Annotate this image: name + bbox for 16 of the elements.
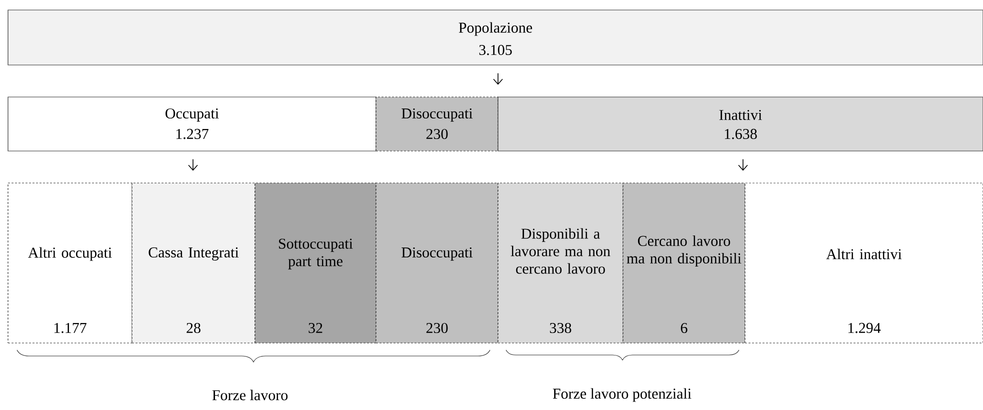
- category-box: Altri occupati 1.177: [8, 182, 132, 344]
- category-box: Cercano lavoro ma non disponibili 6: [622, 182, 746, 344]
- arrow: [188, 158, 198, 171]
- category-box: Disponibili a lavorare ma non cercano lavoro 338: [498, 182, 624, 344]
- category-box: Altri inattivi 1.294: [744, 182, 983, 344]
- brace-label: Forze lavoro: [212, 390, 288, 400]
- category-box: Popolazione 3.105: [8, 10, 983, 66]
- category-box: Cassa Integrati 28: [132, 182, 256, 344]
- category-box: Sottoccupati part time 32: [254, 182, 376, 344]
- arrow: [493, 72, 503, 85]
- category-box: Occupati 1.237: [8, 96, 376, 152]
- arrow: [738, 158, 748, 171]
- category-box: Disoccupati 230: [376, 182, 498, 344]
- brace-label: Forze lavoro potenziali: [552, 388, 692, 402]
- category-box: Disoccupati 230: [376, 96, 498, 152]
- category-box: Inattivi 1.638: [498, 96, 983, 152]
